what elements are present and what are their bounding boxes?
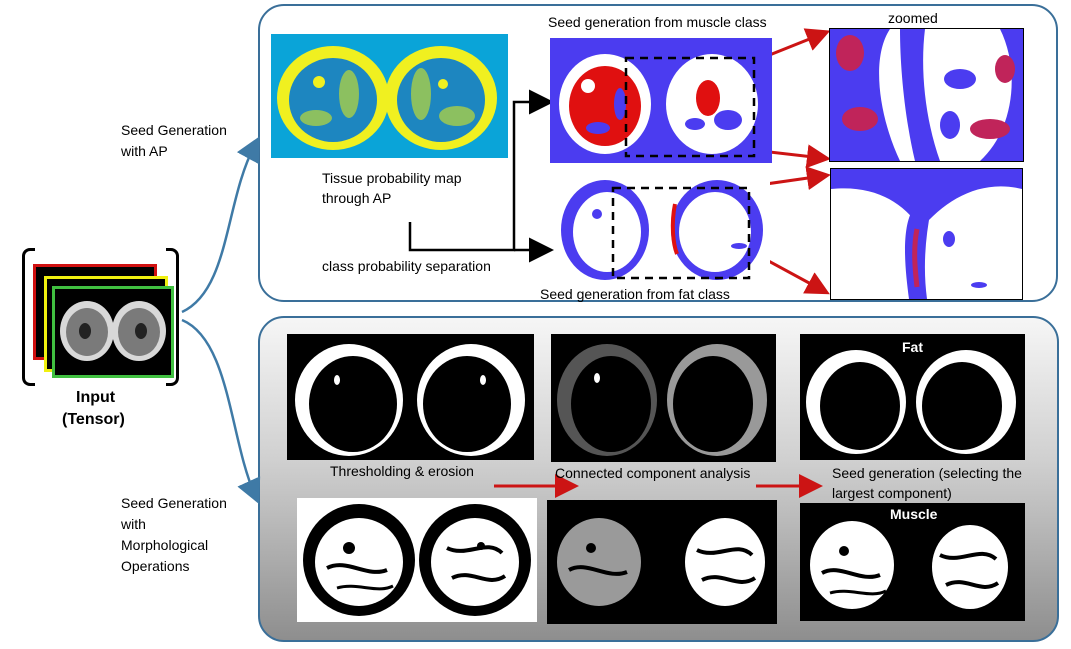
zoomed-muscle-image (829, 28, 1024, 162)
step-connected-components: Connected component analysis (555, 465, 751, 481)
fat-seed-result-image (800, 334, 1025, 460)
muscle-seed-image (550, 38, 772, 163)
branch-ap-label-1: Seed Generation (121, 122, 227, 138)
separation-caption: class probability separation (322, 258, 491, 274)
tensor-channel-green (52, 286, 174, 378)
step-seed-generation-1: Seed generation (selecting the (832, 465, 1022, 481)
fat-threshold-image (287, 334, 534, 460)
arrow-to-morph-panel (181, 318, 261, 505)
zoomed-title: zoomed (888, 10, 938, 26)
muscle-components-image (547, 500, 777, 624)
input-tensor (20, 248, 180, 386)
muscle-seed-result-image (800, 503, 1025, 621)
muscle-threshold-image (297, 498, 537, 622)
bracket-right (166, 248, 179, 386)
fat-seed-title: Seed generation from fat class (540, 286, 730, 302)
arrow-to-ap-panel (181, 136, 260, 314)
branch-morph-label-1: Seed Generation (121, 495, 227, 511)
bracket-left (22, 248, 35, 386)
fat-label: Fat (902, 339, 923, 355)
prob-map-caption-2: through AP (322, 190, 392, 206)
probability-map-image (271, 34, 508, 158)
input-subtitle: (Tensor) (62, 411, 125, 428)
muscle-seed-title: Seed generation from muscle class (548, 14, 767, 30)
step-thresholding: Thresholding & erosion (330, 463, 474, 479)
fat-seed-image (557, 174, 770, 284)
step-seed-generation-2: largest component) (832, 485, 952, 501)
branch-morph-label-3: Morphological (121, 537, 209, 553)
zoomed-fat-image (830, 168, 1023, 300)
prob-map-caption-1: Tissue probability map (322, 170, 462, 186)
input-title: Input (76, 389, 116, 406)
branch-morph-label-2: with (121, 516, 146, 532)
fat-components-image (551, 334, 776, 462)
muscle-label: Muscle (890, 506, 938, 522)
branch-ap-label-2: with AP (121, 143, 168, 159)
branch-morph-label-4: Operations (121, 558, 190, 574)
